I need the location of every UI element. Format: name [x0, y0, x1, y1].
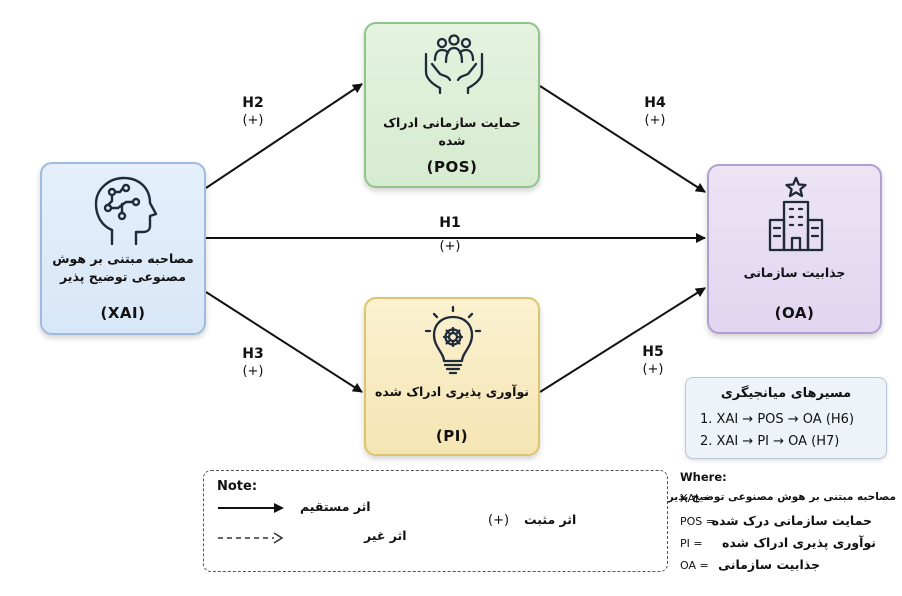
hypothesis-sign: (+) — [242, 364, 264, 379]
indirect-effect-legend-arrow — [218, 532, 284, 544]
hypothesis-sign: (+) — [439, 239, 461, 254]
hypothesis-label-h2: H2 (+) — [228, 94, 278, 130]
positive-effect-label: اثر مثبت — [524, 512, 577, 527]
supported-people-icon — [424, 34, 484, 94]
hypothesis-label-h4: H4 (+) — [630, 94, 680, 130]
node-oa: جذابیت سازمانی (OA) — [707, 164, 882, 334]
mediation-paths-panel: مسیرهای میانجیگری 1. XAI → POS → OA (H6)… — [685, 377, 887, 459]
hypothesis-label-h1: H1 (+) — [425, 214, 475, 256]
hypothesis-sign: (+) — [642, 362, 664, 377]
node-abbreviation: (PI) — [435, 427, 469, 445]
hypothesis-label-h3: H3 (+) — [228, 345, 278, 381]
legend-title: Where: — [680, 470, 727, 484]
building-star-icon — [768, 176, 824, 252]
legend-definition: مصاحبه مبتنی بر هوش مصنوعی توضیح پذیر — [667, 491, 896, 503]
hypothesis-id: H4 — [644, 95, 666, 111]
node-xai: مصاحبه مبتنی بر هوش مصنوعی توضیح پذیر (X… — [40, 162, 206, 335]
note-legend: Note: اثر مستقیم اثر غیر (+) اثر مثبت — [203, 470, 668, 572]
mediation-path-item: 2. XAI → PI → OA (H7) — [700, 434, 840, 449]
mediation-title: مسیرهای میانجیگری — [720, 386, 852, 401]
indirect-effect-label: اثر غیر — [364, 528, 407, 543]
legend-key: OA = — [680, 559, 709, 572]
direct-effect-legend-arrow — [218, 503, 284, 513]
node-abbreviation: (POS) — [426, 158, 478, 176]
node-abbreviation: (OA) — [774, 304, 815, 322]
hypothesis-id: H5 — [642, 344, 664, 360]
node-name: مصاحبه مبتنی بر هوش مصنوعی توضیح پذیر — [52, 251, 194, 284]
lightbulb-gear-icon — [424, 305, 482, 375]
node-pi: نوآوری پذیری ادراک شده (PI) — [364, 297, 540, 456]
positive-effect-symbol: (+) — [488, 513, 510, 528]
edge-h5-pi-to-oa — [539, 287, 706, 393]
node-name: جذابیت سازمانی — [743, 265, 846, 280]
legend-key: XAI = — [680, 492, 712, 505]
node-name: حمایت سازمانی ادراک شده — [383, 115, 521, 148]
note-title: Note: — [217, 479, 258, 494]
hypothesis-sign: (+) — [242, 113, 264, 128]
hypothesis-sign: (+) — [644, 113, 666, 128]
hypothesis-label-h5: H5 (+) — [628, 343, 678, 379]
node-abbreviation: (XAI) — [100, 304, 146, 322]
legend-key: POS = — [680, 515, 715, 528]
hypothesis-id: H3 — [242, 346, 264, 362]
node-name: نوآوری پذیری ادراک شده — [374, 384, 529, 399]
legend-definition: حمایت سازمانی درک شده — [711, 513, 872, 528]
legend-key: PI = — [680, 537, 703, 550]
hypothesis-id: H1 — [439, 215, 461, 231]
hypothesis-id: H2 — [242, 95, 264, 111]
abbreviation-legend: Where: XAI = مصاحبه مبتنی بر هوش مصنوعی … — [668, 470, 898, 590]
mediation-path-item: 1. XAI → POS → OA (H6) — [700, 412, 855, 427]
edge-h3-xai-to-pi — [205, 291, 363, 393]
legend-definition: نوآوری پذیری ادراک شده — [721, 535, 876, 550]
edge-h2-xai-to-pos — [205, 83, 363, 189]
node-pos: حمایت سازمانی ادراک شده (POS) — [364, 22, 540, 188]
direct-effect-label: اثر مستقیم — [300, 499, 371, 514]
edge-h4-pos-to-oa — [539, 85, 706, 193]
legend-definition: جذابیت سازمانی — [718, 557, 820, 572]
ai-head-icon — [94, 176, 158, 246]
